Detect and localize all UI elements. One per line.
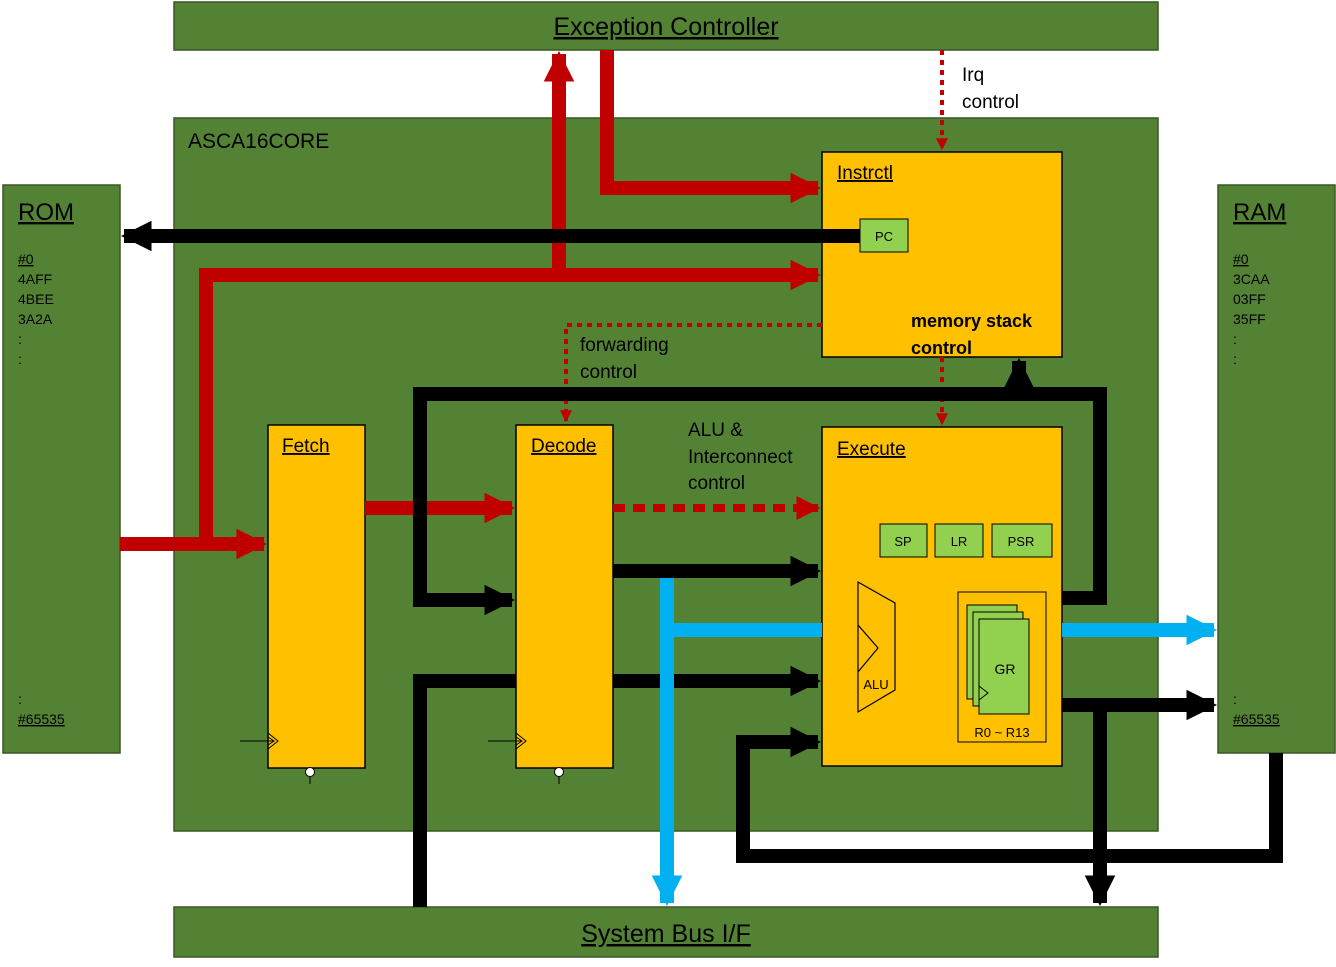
core-title: ASCA16CORE xyxy=(188,130,329,153)
rom-entry-1: 4AFF xyxy=(18,271,52,287)
rom-entries: #0 4AFF 4BEE 3A2A : : : #65535 xyxy=(18,251,65,727)
gr-register-file: GR R0 ~ R13 xyxy=(957,591,1047,743)
psr-label: PSR xyxy=(1008,534,1035,549)
alu-control-label-1: ALU & xyxy=(688,420,743,441)
rom-entry-0: #0 xyxy=(18,251,34,267)
decode-box xyxy=(515,424,614,769)
execute-title: Execute xyxy=(837,439,906,460)
exception-controller-title: Exception Controller xyxy=(553,13,778,41)
lr-label: LR xyxy=(951,534,968,549)
rom-entry-2: 4BEE xyxy=(18,291,54,307)
alu-control-label-2: Interconnect xyxy=(688,447,793,468)
gr-range-label: R0 ~ R13 xyxy=(974,725,1029,740)
ram-entry-5: : xyxy=(1233,351,1237,367)
arrow-feedback-to-decode xyxy=(413,387,1019,616)
alu-label: ALU xyxy=(863,677,888,692)
rom-tail-1: #65535 xyxy=(18,711,65,727)
fetch-title: Fetch xyxy=(282,436,330,457)
psr-register xyxy=(991,523,1053,558)
rom-box xyxy=(2,184,121,754)
memory-stack-label-1: memory stack xyxy=(911,311,1033,331)
decode-title: Decode xyxy=(531,436,597,457)
sp-label: SP xyxy=(894,534,911,549)
ram-entry-0: #0 xyxy=(1233,251,1249,267)
ram-entry-4: : xyxy=(1233,331,1237,347)
decode-reset-pin xyxy=(554,767,564,784)
system-bus-box xyxy=(173,906,1159,958)
rom-entry-4: : xyxy=(18,331,22,347)
rom-title: ROM xyxy=(18,199,74,226)
sp-register xyxy=(879,523,928,558)
ram-entry-1: 3CAA xyxy=(1233,271,1270,287)
system-bus-title: System Bus I/F xyxy=(581,920,750,948)
fetch-clock xyxy=(240,732,279,750)
decode-clock xyxy=(488,732,527,750)
rom-entry-3: 3A2A xyxy=(18,311,53,327)
fetch-box xyxy=(267,424,366,769)
fetch-reset-pin xyxy=(305,767,315,784)
instrctl-box xyxy=(821,151,1063,358)
arrow-ram-to-execute xyxy=(736,726,1283,863)
rom-entry-5: : xyxy=(18,351,22,367)
exception-controller-box xyxy=(173,1,1159,51)
forwarding-control-label-1: forwarding xyxy=(580,335,669,356)
ram-tail-1: #65535 xyxy=(1233,711,1280,727)
ram-entry-2: 03FF xyxy=(1233,291,1266,307)
ram-entries: #0 3CAA 03FF 35FF : : : #65535 xyxy=(1233,251,1280,727)
irq-control-label-1: Irq xyxy=(962,65,984,86)
arrow-exception-to-instrctl xyxy=(600,50,822,204)
arrow-execute-feedback-to-instrctl xyxy=(1003,357,1107,605)
memory-stack-label-2: control xyxy=(911,338,972,358)
irq-control-label-2: control xyxy=(962,92,1019,113)
rom-tail-0: : xyxy=(18,691,22,707)
gr-label: GR xyxy=(995,661,1016,677)
arrow-rom-branch-to-instrctl xyxy=(199,259,822,544)
arrow-sysbus-to-decode xyxy=(413,674,516,907)
alu-control-label-3: control xyxy=(688,473,745,494)
pc-label: PC xyxy=(875,229,893,244)
alu-unit: ALU xyxy=(857,580,896,714)
instrctl-title: Instrctl xyxy=(837,163,893,184)
forwarding-control-label-2: control xyxy=(580,362,637,383)
ram-tail-0: : xyxy=(1233,691,1237,707)
pc-register xyxy=(859,218,909,253)
ram-box xyxy=(1217,184,1336,754)
ram-title: RAM xyxy=(1233,199,1286,226)
ram-entry-3: 35FF xyxy=(1233,311,1266,327)
lr-register xyxy=(934,523,984,558)
